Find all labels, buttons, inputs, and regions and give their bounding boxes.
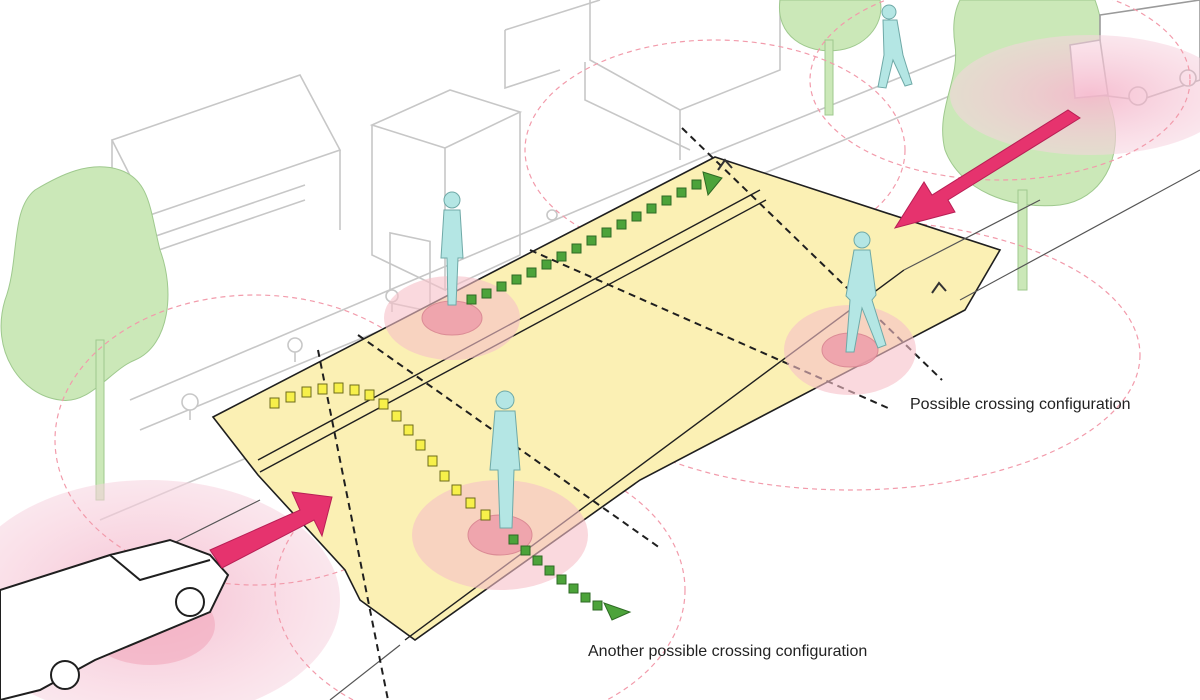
car-icon bbox=[0, 538, 230, 700]
walking-path-yellow bbox=[269, 382, 491, 521]
vehicle-arrow-icon bbox=[209, 491, 333, 569]
building-icon bbox=[504, 0, 781, 160]
alt-crossing-config-label: Another possible crossing configuration bbox=[588, 643, 868, 660]
tree-icon bbox=[0, 166, 169, 501]
pedestrian-icon bbox=[489, 390, 521, 529]
walking-path-green bbox=[508, 534, 603, 611]
vehicle-arrow-icon bbox=[893, 109, 1081, 229]
pedestrian-icon bbox=[845, 231, 887, 353]
bollards bbox=[181, 209, 558, 420]
walking-path-arrow-icon bbox=[603, 602, 632, 621]
pedestrian-icon bbox=[877, 4, 913, 89]
mountable-curb-icon bbox=[717, 158, 947, 294]
pedestrian-icon bbox=[440, 191, 464, 306]
crossing-config-label: Possible crossing configuration bbox=[910, 396, 1131, 413]
walking-path-arrow-icon bbox=[702, 171, 723, 197]
tree-icon bbox=[778, 0, 882, 116]
walking-path-green bbox=[466, 179, 702, 305]
